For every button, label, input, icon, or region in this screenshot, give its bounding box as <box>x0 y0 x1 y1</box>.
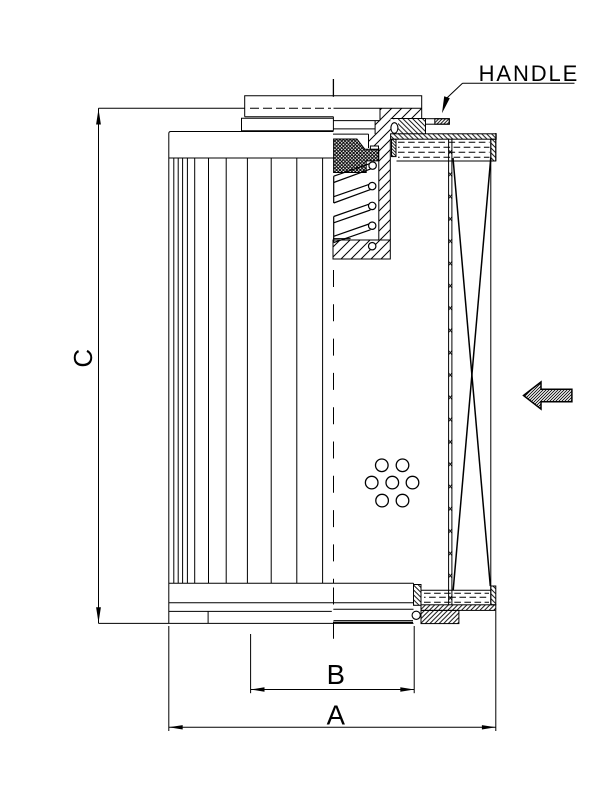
svg-text:B: B <box>327 659 345 690</box>
svg-text:HANDLE: HANDLE <box>479 61 580 86</box>
svg-text:A: A <box>327 699 346 730</box>
svg-text:C: C <box>68 349 98 368</box>
